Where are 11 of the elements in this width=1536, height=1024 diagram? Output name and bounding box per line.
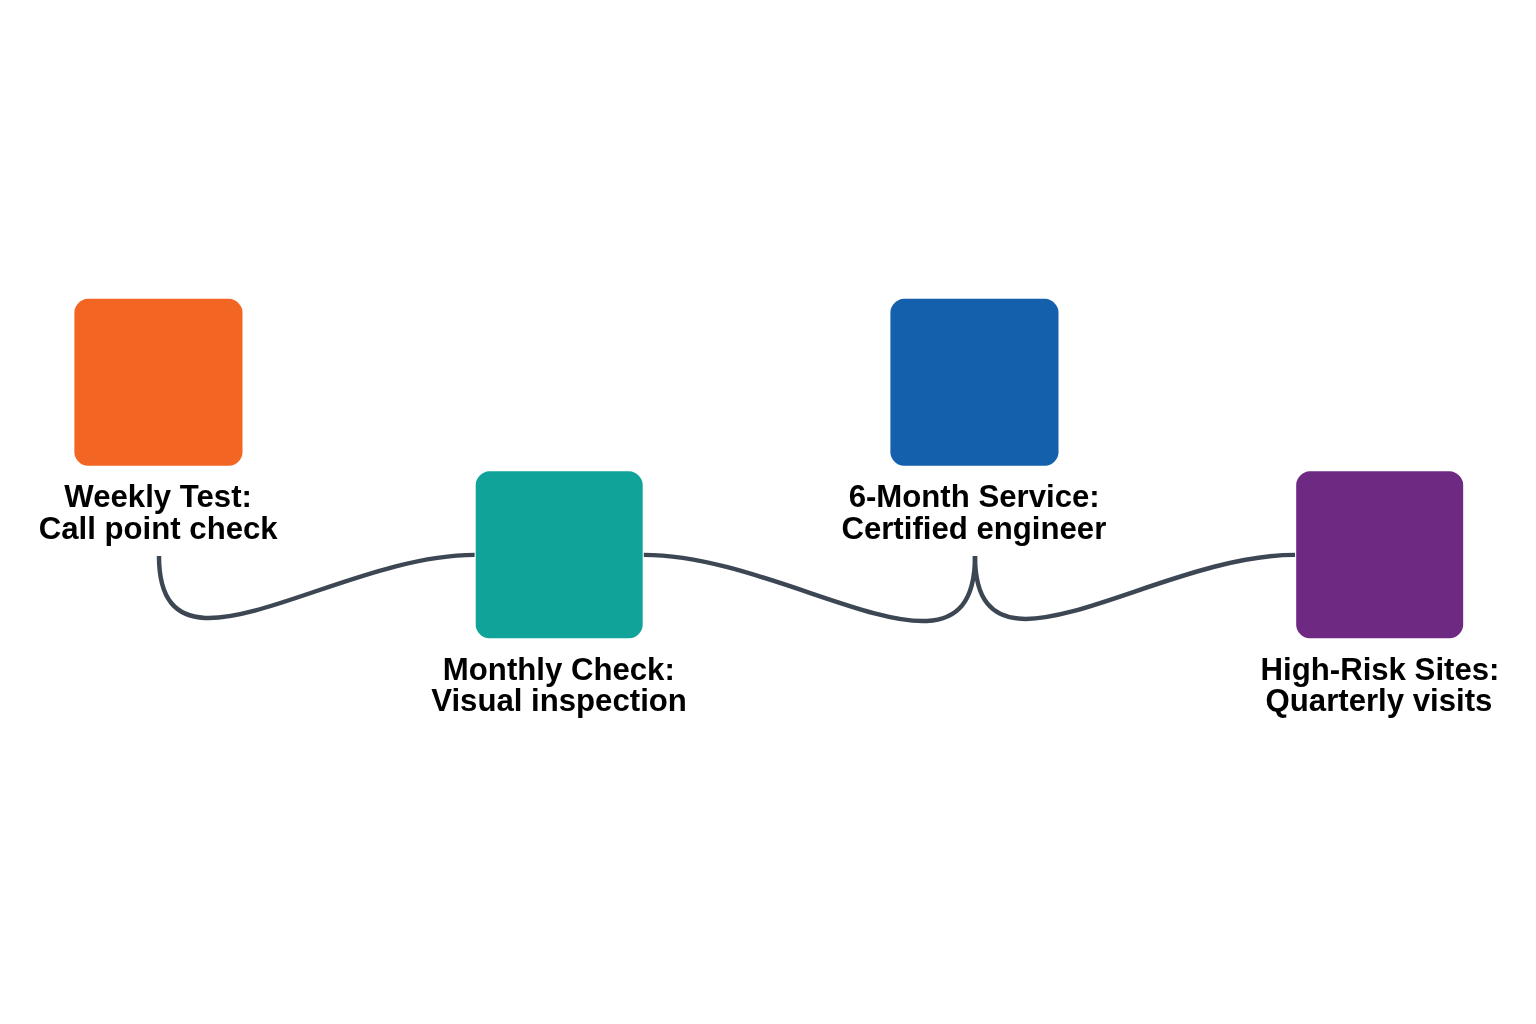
node-box (1295, 471, 1463, 639)
connector (156, 552, 475, 621)
connector (972, 552, 1295, 622)
node-label: Monthly Check: Visual inspection (430, 651, 687, 719)
node-box (73, 298, 242, 466)
node-label: Weekly Test: Call point check (38, 479, 278, 546)
node-label: 6-Month Service: Certified engineer (840, 479, 1106, 546)
node-label: High-Risk Sites: Quarterly visits (1260, 651, 1499, 719)
connector (643, 552, 977, 624)
node-box (889, 298, 1058, 466)
node-box (475, 471, 643, 639)
